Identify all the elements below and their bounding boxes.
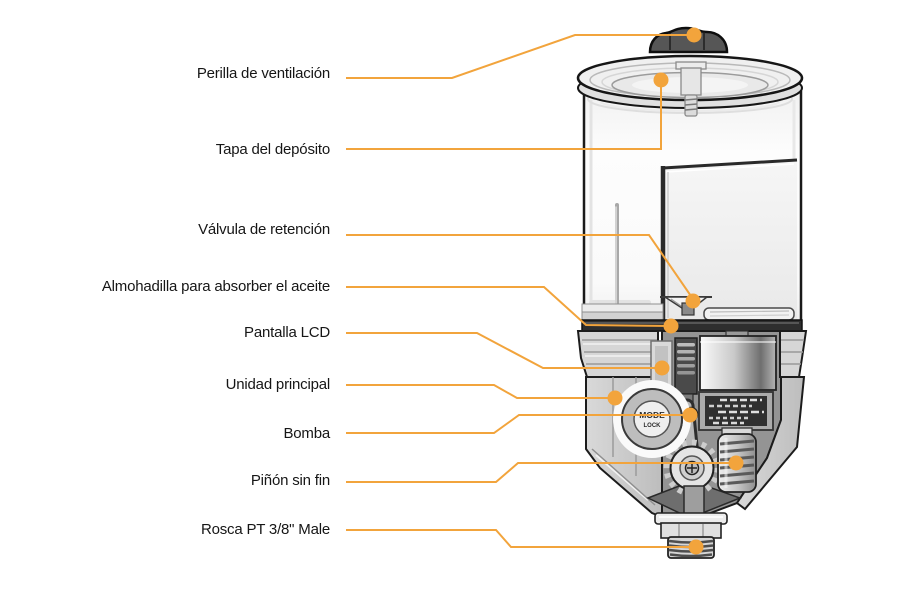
callout-label-worm-gear: Piñón sin fin <box>250 472 330 489</box>
callout-lines <box>346 34 736 548</box>
callout-label-oil-pad: Almohadilla para absorber el aceite <box>101 278 330 295</box>
callout-dot-main-unit <box>607 390 623 406</box>
callout-dot-reservoir-lid <box>653 72 669 88</box>
callout-dot-worm-gear <box>728 455 744 471</box>
callout-label-main-unit: Unidad principal <box>225 376 331 393</box>
callout-label-pump: Bomba <box>283 425 330 442</box>
callout-label-thread: Rosca PT 3/8" Male <box>200 521 330 538</box>
lower-piston <box>683 485 705 517</box>
callout-label-reservoir-lid: Tapa del depósito <box>215 141 330 158</box>
mode-lock-button: MODE LOCK <box>613 380 691 458</box>
callout-dot-oil-pad <box>663 318 679 334</box>
hex-nut <box>660 522 722 539</box>
callout-dot-vent-knob <box>686 27 702 43</box>
callout-dots <box>607 27 744 555</box>
reservoir-bottom <box>581 303 803 332</box>
callout-label-vent-knob: Perilla de ventilación <box>196 65 330 82</box>
callout-line-thread <box>346 529 696 548</box>
callout-line-reservoir-lid <box>346 84 662 150</box>
callout-dot-pump <box>682 407 698 423</box>
callout-line-main-unit <box>346 384 615 399</box>
callout-label-lcd: Pantalla LCD <box>244 324 330 341</box>
lock-button-label: LOCK <box>644 423 662 429</box>
main-housing-right <box>735 376 806 511</box>
callout-line-oil-pad <box>346 286 672 327</box>
callout-label-check-valve: Válvula de retención <box>198 221 330 238</box>
motor <box>699 330 777 391</box>
oil-absorber-pad <box>703 307 795 321</box>
collar <box>576 330 808 378</box>
lid-stud <box>675 61 707 117</box>
level-rod <box>615 203 619 315</box>
callout-dot-thread <box>688 539 704 555</box>
callout-dot-lcd <box>654 360 670 376</box>
battery-pack <box>698 391 774 431</box>
callout-line-worm-gear <box>346 462 736 483</box>
callout-line-pump <box>346 414 690 434</box>
callout-line-vent-knob <box>346 34 694 79</box>
callout-line-check-valve <box>346 234 694 300</box>
reservoir-cutaway <box>660 158 798 321</box>
callout-dot-check-valve <box>685 293 701 309</box>
callout-line-lcd <box>346 332 662 369</box>
reservoir-lid <box>576 54 804 109</box>
